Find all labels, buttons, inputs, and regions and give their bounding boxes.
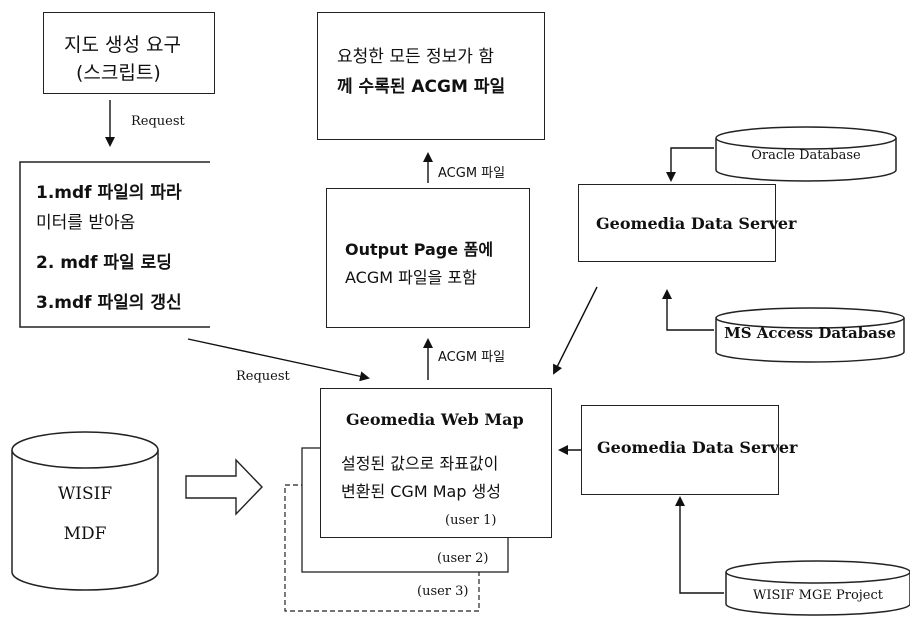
arrow-dataserver-to-webmap <box>553 286 598 375</box>
map-request-line1: 지도 생성 요구 <box>64 34 181 56</box>
map-request-box <box>43 12 215 94</box>
acgm-label-upper: ACGM 파일 <box>438 166 506 181</box>
web-map-box <box>320 388 552 538</box>
output-page-line1: Output Page 폼에 <box>345 240 494 259</box>
oracle-database-label: Oracle Database <box>751 148 861 163</box>
result-acgm-box <box>317 12 545 140</box>
mdf-step3: 3.mdf 파일의 갱신 <box>36 293 182 313</box>
mdf-step1-line1: 1.mdf 파일의 파라 <box>36 183 182 203</box>
mdf-step2: 2. mdf 파일 로딩 <box>36 253 172 273</box>
result-acgm-line1: 요청한 모든 정보가 함 <box>337 47 494 67</box>
data-server-bottom-box <box>581 405 779 495</box>
wisif-mdf-line1: WISIF <box>57 484 113 504</box>
block-arrow-mdf-to-webmap <box>185 458 263 516</box>
arrow-oracle-to-dataserver <box>666 147 714 182</box>
web-map-line2: 변환된 CGM Map 생성 <box>341 482 501 501</box>
arrow-mge-to-dataserver <box>675 496 724 594</box>
user3-label: (user 3) <box>417 584 469 599</box>
arrow-access-to-dataserver <box>662 289 714 331</box>
acgm-label-lower: ACGM 파일 <box>438 350 506 365</box>
request-label-mid: Request <box>236 369 290 384</box>
access-database-label: MS Access Database <box>724 324 896 342</box>
result-acgm-line2: 께 수록된 ACGM 파일 <box>337 77 506 97</box>
map-request-line2: (스크립트) <box>76 62 161 84</box>
data-server-top-box <box>578 184 776 262</box>
access-database-cylinder <box>715 307 905 363</box>
output-page-box <box>326 188 530 328</box>
mdf-step1-line2: 미터를 받아옴 <box>36 213 136 233</box>
mge-project-cylinder <box>725 560 910 616</box>
web-map-title: Geomedia Web Map <box>346 410 524 429</box>
arrow-steps-to-webmap <box>187 338 370 382</box>
user1-label: (user 1) <box>445 513 497 528</box>
data-server-bottom-label: Geomedia Data Server <box>597 438 798 457</box>
web-map-line1: 설정된 값으로 좌표값이 <box>341 454 499 473</box>
oracle-database-cylinder <box>715 126 897 182</box>
user2-label: (user 2) <box>437 551 489 566</box>
wisif-mdf-line2: MDF <box>63 524 107 544</box>
data-server-top-label: Geomedia Data Server <box>596 214 797 233</box>
request-label-top: Request <box>131 114 185 129</box>
mge-project-label: WISIF MGE Project <box>752 588 884 603</box>
output-page-line2: ACGM 파일을 포함 <box>345 268 477 287</box>
mdf-steps-box <box>19 161 210 328</box>
wisif-mdf-cylinder <box>11 431 159 591</box>
